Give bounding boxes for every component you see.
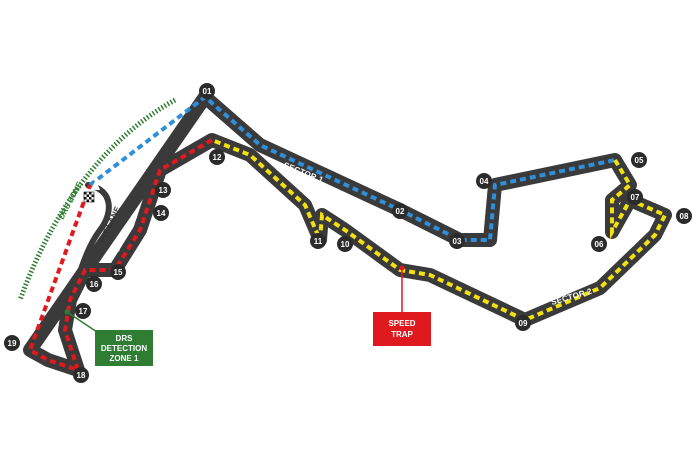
speed-trap-box bbox=[373, 312, 431, 346]
turn-14-marker: 14 bbox=[153, 205, 169, 221]
turn-01-marker: 01 bbox=[199, 83, 215, 99]
drs-detection-line2: DETECTION bbox=[101, 344, 147, 353]
turn-13-marker: 13 bbox=[155, 182, 171, 198]
svg-text:18: 18 bbox=[77, 371, 86, 380]
drs-zone-arc bbox=[17, 97, 177, 301]
turn-17-marker: 17 bbox=[75, 303, 91, 319]
svg-text:16: 16 bbox=[90, 280, 99, 289]
turn-04-marker: 04 bbox=[476, 173, 492, 189]
svg-text:09: 09 bbox=[519, 319, 528, 328]
speed-trap-point bbox=[399, 265, 405, 271]
sector-3-line bbox=[27, 138, 213, 374]
svg-text:06: 06 bbox=[595, 240, 604, 249]
svg-text:14: 14 bbox=[157, 209, 166, 218]
turn-09-marker: 09 bbox=[515, 315, 531, 331]
drs-detection-point bbox=[64, 309, 70, 315]
turn-06-marker: 06 bbox=[591, 236, 607, 252]
sector-2-line bbox=[211, 138, 668, 323]
turn-02-marker: 02 bbox=[392, 203, 408, 219]
svg-text:01: 01 bbox=[203, 87, 212, 96]
turn-07-marker: 07 bbox=[627, 189, 643, 205]
turn-16-marker: 16 bbox=[86, 276, 102, 292]
svg-text:05: 05 bbox=[635, 156, 644, 165]
turn-05-marker: 05 bbox=[631, 152, 647, 168]
svg-text:15: 15 bbox=[114, 268, 123, 277]
svg-text:04: 04 bbox=[480, 177, 489, 186]
sector-1-line bbox=[88, 94, 616, 242]
turn-10-marker: 10 bbox=[337, 236, 353, 252]
svg-text:12: 12 bbox=[213, 153, 222, 162]
speed-trap-line2: TRAP bbox=[391, 330, 413, 339]
drs-detection-leader bbox=[66, 311, 98, 333]
svg-text:02: 02 bbox=[396, 207, 405, 216]
svg-text:03: 03 bbox=[453, 237, 462, 246]
svg-text:17: 17 bbox=[79, 307, 88, 316]
turn-19-marker: 19 bbox=[4, 335, 20, 351]
speed-trap-line1: SPEED bbox=[388, 319, 415, 328]
svg-text:13: 13 bbox=[159, 186, 168, 195]
svg-text:11: 11 bbox=[314, 237, 323, 246]
turn-15-marker: 15 bbox=[110, 264, 126, 280]
direction-arrow-icon bbox=[90, 180, 100, 190]
drs-detection-line1: DRS bbox=[116, 334, 134, 343]
turn-12-marker: 12 bbox=[209, 149, 225, 165]
drs-detection-box bbox=[95, 330, 153, 366]
turn-11-marker: 11 bbox=[310, 233, 326, 249]
start-finish-flag-icon bbox=[83, 191, 95, 203]
turn-03-marker: 03 bbox=[449, 233, 465, 249]
svg-text:19: 19 bbox=[8, 339, 17, 348]
svg-text:07: 07 bbox=[631, 193, 640, 202]
turn-08-marker: 08 bbox=[676, 208, 692, 224]
svg-text:08: 08 bbox=[680, 212, 689, 221]
svg-text:10: 10 bbox=[341, 240, 350, 249]
turn-18-marker: 18 bbox=[73, 367, 89, 383]
drs-detection-line3: ZONE 1 bbox=[110, 354, 139, 363]
